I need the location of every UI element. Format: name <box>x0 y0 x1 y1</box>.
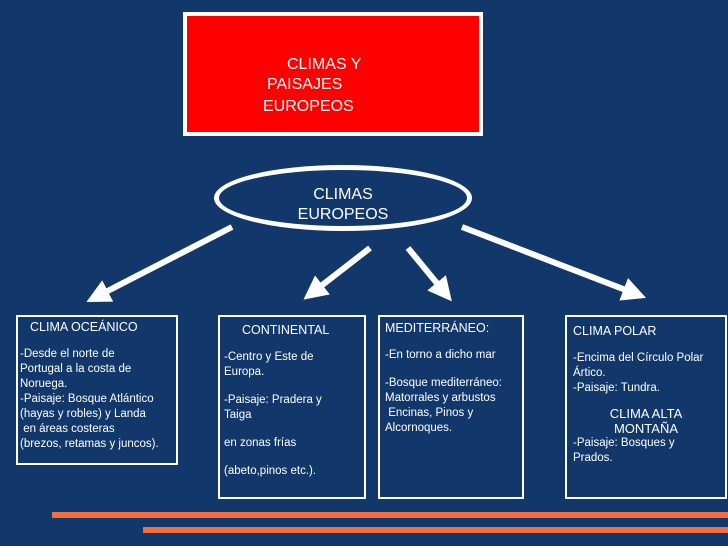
accent-bar-bottom <box>143 527 728 533</box>
climas-europeos-oval: CLIMAS EUROPEOS <box>214 165 472 231</box>
continental-line: Europa. <box>224 366 265 378</box>
continental-line: -Centro y Este de <box>224 351 314 363</box>
continental-line <box>224 423 364 436</box>
box-polar: CLIMA POLAR -Encima del Círculo Polar Ár… <box>565 315 727 499</box>
polar-line: -Encima del Círculo Polar <box>573 352 704 364</box>
continental-line: en zonas frías <box>224 437 297 449</box>
mediterraneo-line <box>385 363 522 376</box>
arrow-oceanico <box>86 224 234 302</box>
continental-line: -Paisaje: Pradera y <box>224 394 322 406</box>
arrow-mediterraneo <box>405 246 452 302</box>
mediterraneo-line: Alcornoques. <box>385 422 453 434</box>
oval-line-1: CLIMAS <box>313 186 373 203</box>
mediterraneo-line: Matorrales y arbustos <box>385 392 496 404</box>
continental-heading: CONTINENTAL <box>242 323 330 337</box>
oceanico-line: en áreas costeras <box>20 423 115 435</box>
arrow-continental <box>303 245 372 300</box>
continental-line: (abeto,pinos etc.). <box>224 465 317 477</box>
continental-line <box>224 451 364 464</box>
polar-line: -Paisaje: Tundra. <box>573 382 660 394</box>
polar-line: -Paisaje: Bosques y <box>573 437 675 449</box>
oceanico-heading: CLIMA OCEÁNICO <box>30 320 138 334</box>
oceanico-line: Portugal a la costa de <box>20 363 132 375</box>
alta-montana-heading-2: MONTAÑA <box>613 421 679 436</box>
accent-bar-top <box>52 512 728 518</box>
continental-line <box>224 380 364 393</box>
box-continental: CONTINENTAL -Centro y Este de Europa. -P… <box>218 315 366 499</box>
mediterraneo-heading: MEDITERRÁNEO: <box>385 321 490 335</box>
title-line-1: CLIMAS Y <box>287 56 362 73</box>
polar-heading: CLIMA POLAR <box>573 324 657 338</box>
mediterraneo-line: Encinas, Pinos y <box>385 407 474 419</box>
mediterraneo-line: -Bosque mediterráneo: <box>385 377 502 389</box>
oceanico-line: -Paisaje: Bosque Atlántico <box>20 393 154 405</box>
arrow-polar <box>460 224 647 301</box>
mediterraneo-line: -En torno a dicho mar <box>385 349 496 361</box>
continental-line: Taiga <box>224 409 252 421</box>
title-box: CLIMAS Y PAISAJES EUROPEOS <box>183 12 483 136</box>
alta-montana-heading-1: CLIMA ALTA <box>609 406 683 421</box>
title-line-2: PAISAJES <box>267 76 343 93</box>
box-mediterraneo: MEDITERRÁNEO: -En torno a dicho mar -Bos… <box>378 315 524 499</box>
polar-line: Ártico. <box>573 367 606 379</box>
oceanico-line: (brezos, retamas y juncos). <box>20 438 159 450</box>
oceanico-line: (hayas y robles) y Landa <box>20 408 146 420</box>
polar-line: Prados. <box>573 452 613 464</box>
box-oceanico: CLIMA OCEÁNICO -Desde el norte de Portug… <box>16 315 178 465</box>
oval-line-2: EUROPEOS <box>297 206 389 223</box>
oceanico-line: Noruega. <box>20 378 68 390</box>
title-line-3: EUROPEOS <box>263 98 354 115</box>
oceanico-line: -Desde el norte de <box>20 348 115 360</box>
